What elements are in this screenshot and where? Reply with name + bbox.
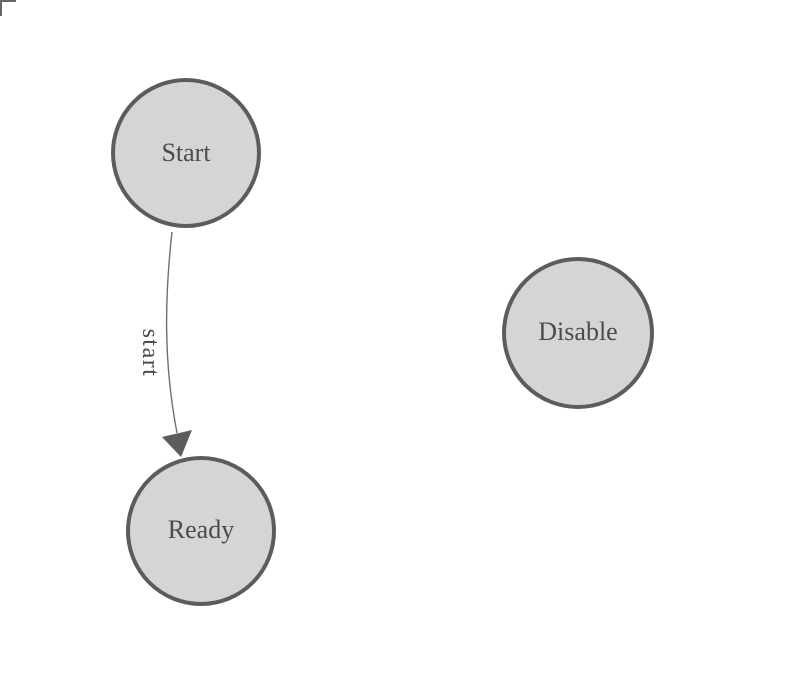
node-disable-circle[interactable] <box>502 257 654 409</box>
edge-path[interactable] <box>165 231 178 434</box>
edge-arrowhead-icon <box>162 430 192 457</box>
node-disable-label: Disable <box>538 317 617 346</box>
node-ready-circle[interactable] <box>126 456 276 606</box>
node-ready-label: Ready <box>168 515 234 544</box>
node-start-label: Start <box>161 138 211 167</box>
node-start-circle[interactable] <box>111 78 261 228</box>
edge-label: start <box>137 329 163 378</box>
node-ready[interactable]: Ready <box>126 456 276 606</box>
edge-start-to-ready[interactable]: start <box>137 231 192 457</box>
node-disable[interactable]: Disable <box>502 257 654 409</box>
canvas-corner-mark <box>0 0 16 16</box>
node-start[interactable]: Start <box>111 78 261 228</box>
